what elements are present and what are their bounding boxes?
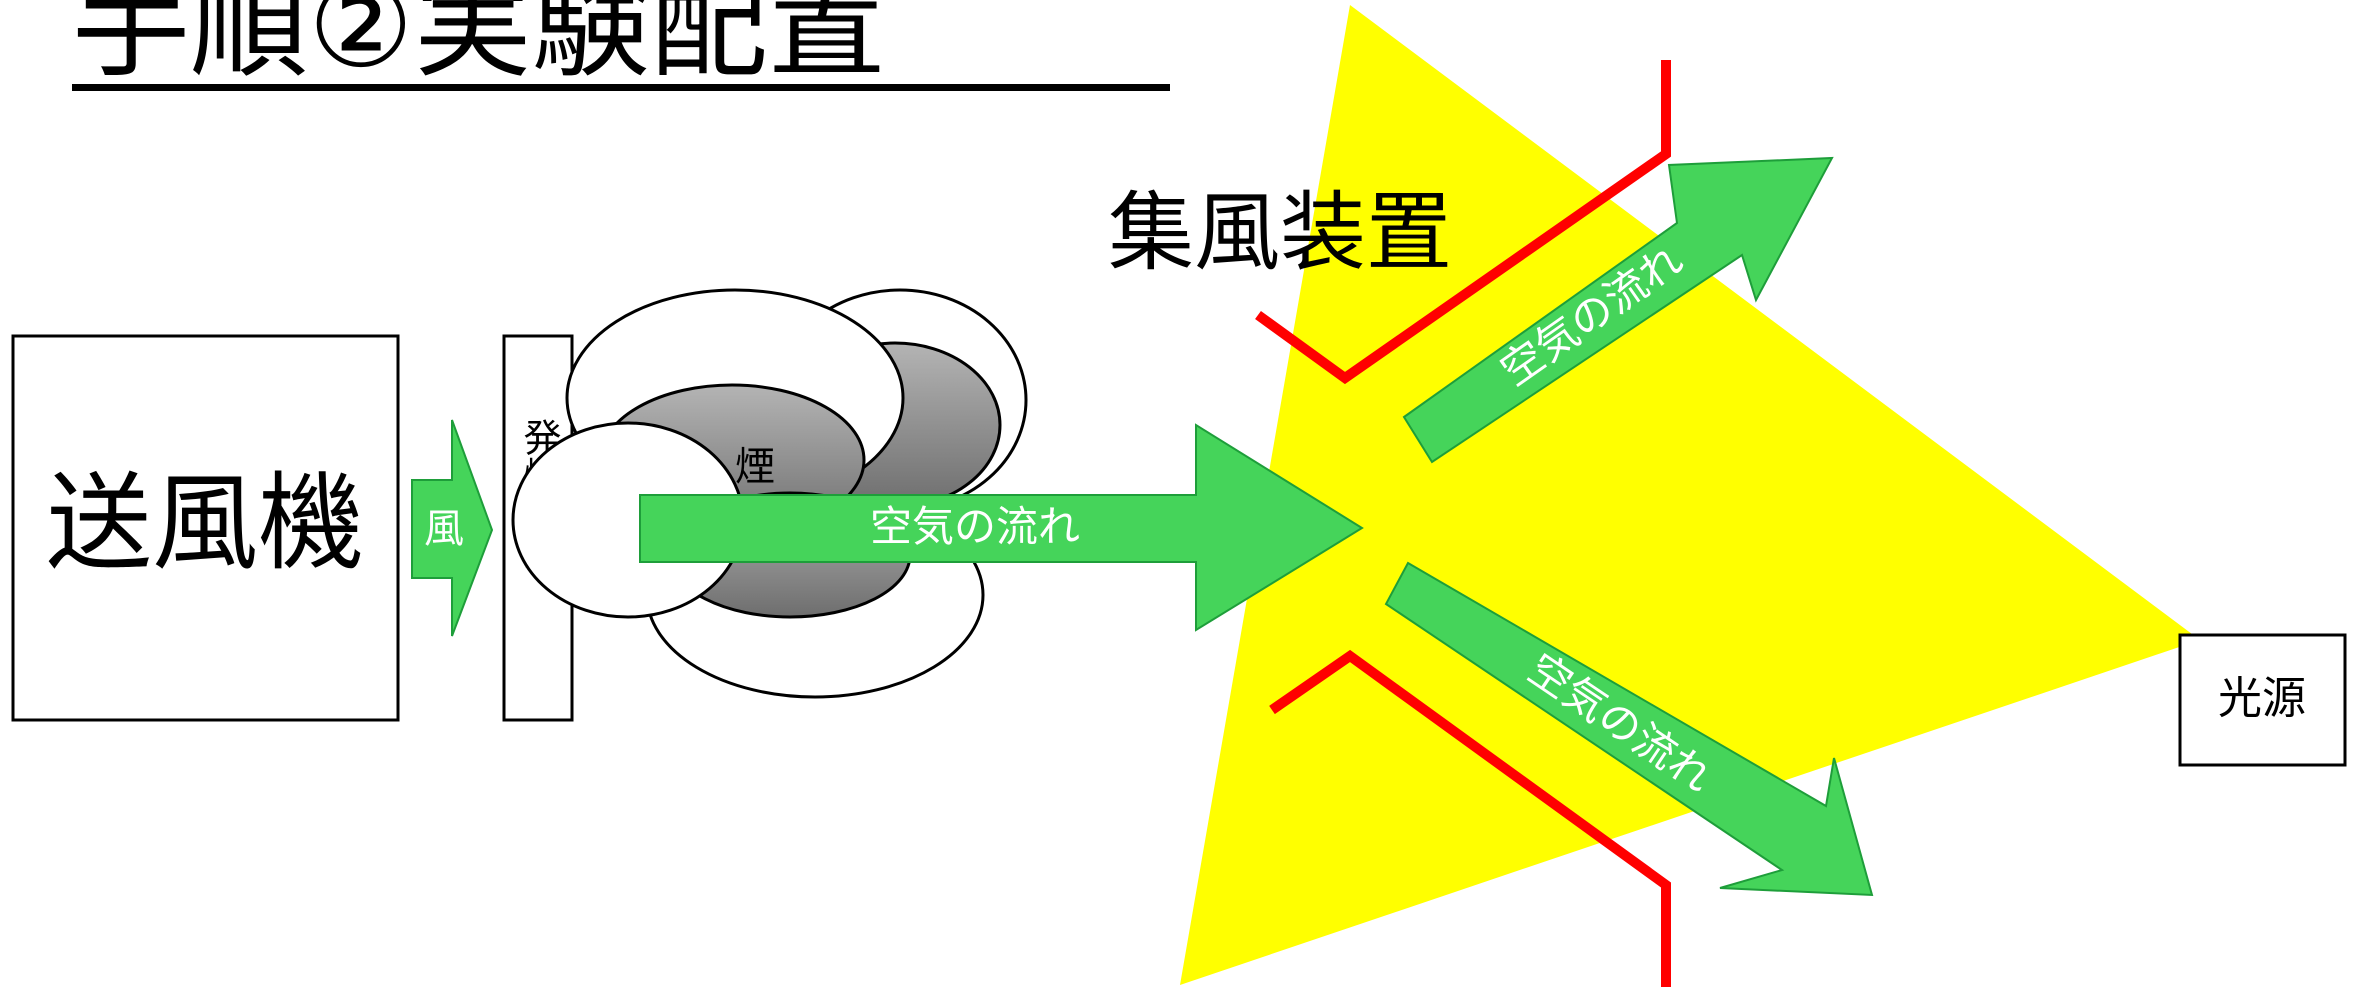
collector-label: 集風装置 [1108, 183, 1452, 283]
airflow-arrow-main [639, 423, 1364, 632]
wind-label: 風 [424, 506, 464, 552]
collector-wall-lower [1269, 649, 1671, 987]
light-source-label: 光源 [2218, 673, 2306, 724]
airflow-arrow-upper [1402, 156, 1834, 464]
light-source-box [2178, 633, 2347, 767]
airflow-arrow-lower [1384, 561, 1874, 897]
collector-wall-upper [1255, 60, 1671, 385]
title-underline [72, 84, 1170, 91]
smoke-label: 煙 [735, 444, 775, 490]
blower-label: 送風機 [46, 462, 364, 585]
airflow-label-main: 空気の流れ [870, 502, 1080, 551]
light-beam [1180, 5, 2200, 985]
blower-box [11, 334, 400, 722]
page-title: 手順②実験配置 [72, 0, 886, 94]
wind-arrow [411, 419, 494, 637]
